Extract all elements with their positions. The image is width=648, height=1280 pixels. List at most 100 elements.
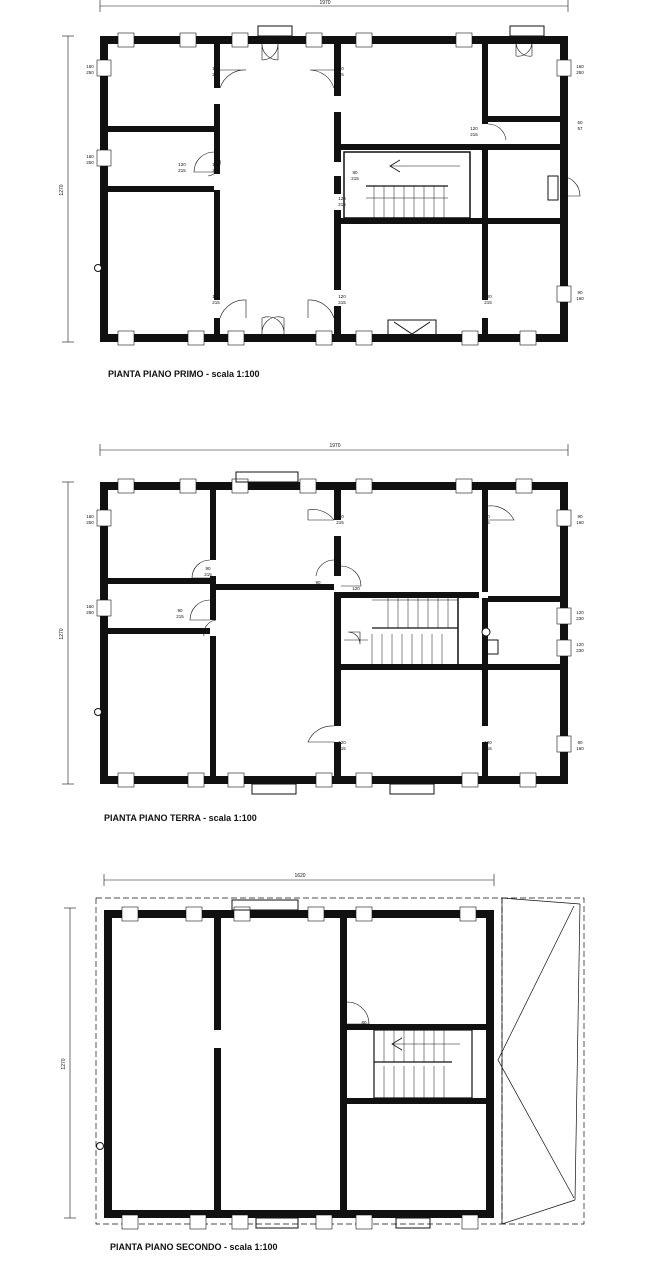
door-label-bottom: 215 xyxy=(176,614,184,619)
plan-caption: PIANTA PIANO SECONDO - scala 1:100 xyxy=(110,1242,278,1252)
windows xyxy=(96,478,572,788)
door-labels: 120 215 120 215 90 215 90 215 90 215 120… xyxy=(176,514,492,751)
window-label-top: 90 xyxy=(577,290,583,295)
dimension-lines xyxy=(62,0,569,343)
downpipe-icon xyxy=(94,708,102,716)
door-label-top: 90 xyxy=(205,566,211,571)
door-label-top: 120 xyxy=(178,162,186,167)
staircase xyxy=(344,598,459,664)
door-label-top: 120 xyxy=(338,740,346,745)
window-label-top: 160 xyxy=(576,64,584,69)
dimension-lines xyxy=(64,874,495,1219)
plan-piano-primo: 1970 1270 xyxy=(59,0,584,379)
door-label-bottom: 215 xyxy=(212,300,220,305)
door-swings xyxy=(346,1001,370,1025)
height-dimension: 1270 xyxy=(61,1058,67,1069)
door-label-bottom: 215 xyxy=(484,746,492,751)
door-label-bottom: 215 xyxy=(482,520,490,525)
window-label-top: 160 xyxy=(86,604,94,609)
door-label-bottom: 215 xyxy=(336,72,344,77)
width-dimension: 1620 xyxy=(294,873,305,879)
interior-walls xyxy=(214,918,486,1210)
door-label-top: 120 xyxy=(352,586,360,591)
dimension-lines xyxy=(62,444,569,785)
balconies xyxy=(257,25,559,342)
door-label-top: 120 xyxy=(484,294,492,299)
door-label-top: 120 xyxy=(338,294,346,299)
window-label-bottom: 230 xyxy=(576,648,584,653)
window-label-bottom: 250 xyxy=(86,520,94,525)
door-label-bottom: 200 xyxy=(360,1026,368,1031)
door-label-bottom: 215 xyxy=(338,202,346,207)
window-label-top: 160 xyxy=(86,64,94,69)
width-dimension: 1970 xyxy=(329,443,340,449)
column-icon xyxy=(481,627,491,637)
plan-caption: PIANTA PIANO PRIMO - scala 1:100 xyxy=(108,369,260,379)
door-label-top: 120 xyxy=(212,162,220,167)
window-label-bottom: 250 xyxy=(86,70,94,75)
plan-caption: PIANTA PIANO TERRA - scala 1:100 xyxy=(104,813,257,823)
door-label-bottom: 215 xyxy=(314,586,322,591)
window-label-top: 120 xyxy=(576,610,584,615)
door-label-top: 90 xyxy=(177,608,183,613)
door-label-bottom: 215 xyxy=(484,300,492,305)
window-label-top: 120 xyxy=(576,642,584,647)
window-label-bottom: 160 xyxy=(576,520,584,525)
door-label-bottom: 215 xyxy=(178,168,186,173)
door-label-bottom: 215 xyxy=(338,746,346,751)
door-label-top: 120 xyxy=(484,740,492,745)
window-labels: 160 250 160 250 160 250 60 57 90 160 xyxy=(86,64,584,301)
windows xyxy=(121,906,479,1230)
door-label-bottom: 215 xyxy=(212,72,220,77)
door-label-top: 80 xyxy=(352,170,358,175)
door-label-top: 120 xyxy=(338,196,346,201)
outer-walls xyxy=(104,910,494,1218)
window-label-top: 60 xyxy=(577,120,583,125)
interior-walls xyxy=(108,490,560,776)
door-labels: 80 200 xyxy=(360,1020,368,1031)
width-dimension: 1970 xyxy=(319,0,330,6)
window-label-bottom: 250 xyxy=(576,70,584,75)
plan-piano-secondo: 1620 1270 xyxy=(61,873,585,1252)
downpipe-icon xyxy=(96,1142,104,1150)
window-label-top: 160 xyxy=(86,514,94,519)
window-label-bottom: 160 xyxy=(576,746,584,751)
window-label-bottom: 250 xyxy=(86,160,94,165)
window-label-top: 90 xyxy=(577,514,583,519)
staircase xyxy=(373,1029,473,1099)
door-label-top: 120 xyxy=(336,66,344,71)
height-dimension: 1270 xyxy=(59,184,65,195)
balconies xyxy=(231,899,431,1229)
window-label-top: 160 xyxy=(86,154,94,159)
window-label-bottom: 250 xyxy=(86,610,94,615)
door-label-top: 90 xyxy=(315,580,321,585)
door-label-bottom: 215 xyxy=(352,592,360,597)
door-label-bottom: 215 xyxy=(338,300,346,305)
door-label-top: 120 xyxy=(212,294,220,299)
windows xyxy=(96,32,572,346)
window-label-top: 90 xyxy=(577,740,583,745)
door-swings xyxy=(189,505,515,743)
window-labels: 160 250 160 250 90 160 120 230 120 230 9… xyxy=(86,514,584,751)
door-label-bottom: 215 xyxy=(204,572,212,577)
downpipe-icon xyxy=(94,264,102,272)
door-label-bottom: 215 xyxy=(336,520,344,525)
balconies xyxy=(235,471,499,795)
door-swings xyxy=(193,36,581,342)
height-dimension: 1270 xyxy=(59,628,65,639)
door-label-bottom: 215 xyxy=(351,176,359,181)
door-label-top: 120 xyxy=(482,514,490,519)
door-label-top: 120 xyxy=(470,126,478,131)
staircase xyxy=(343,151,471,219)
door-label-bottom: 215 xyxy=(212,168,220,173)
interior-walls xyxy=(108,44,560,334)
door-label-top: 80 xyxy=(361,1020,367,1025)
door-label-top: 120 xyxy=(212,66,220,71)
door-labels: 120 215 120 215 120 215 120 215 80 215 1… xyxy=(178,66,492,305)
window-label-bottom: 230 xyxy=(576,616,584,621)
window-label-bottom: 57 xyxy=(577,126,583,131)
window-label-bottom: 160 xyxy=(576,296,584,301)
plan-piano-terra: 1970 1270 xyxy=(59,443,584,823)
roof-lines xyxy=(497,897,581,1225)
